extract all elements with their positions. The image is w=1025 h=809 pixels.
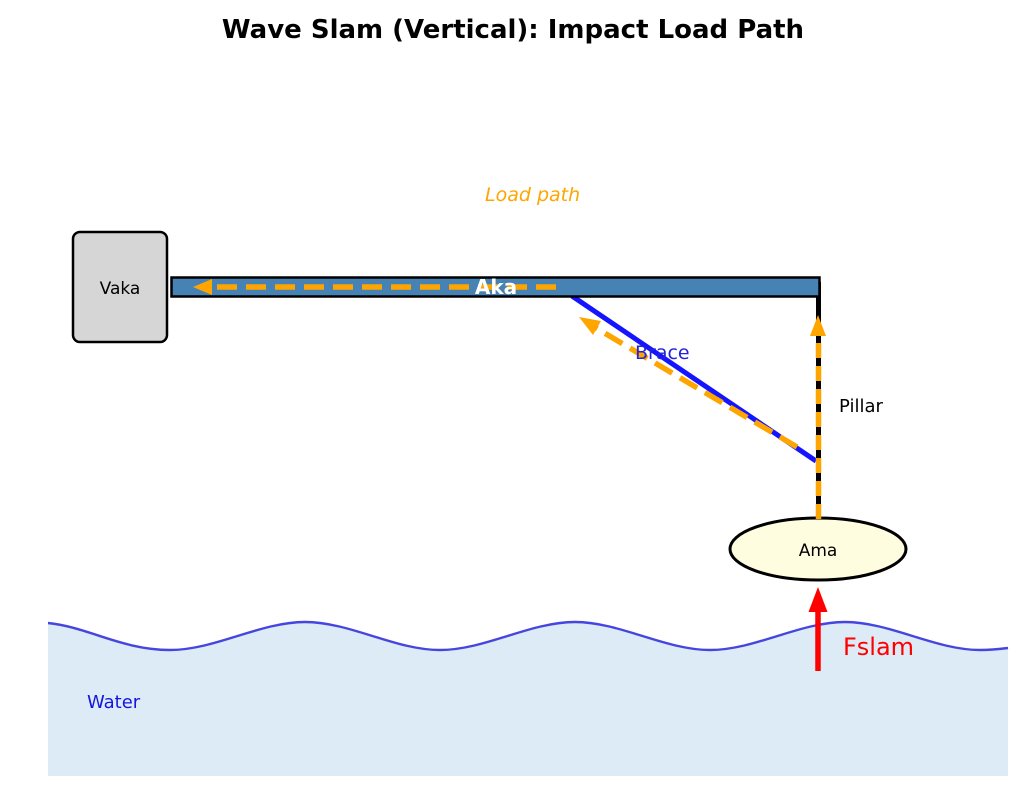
slam-force-arrowhead <box>808 587 828 612</box>
wave-surface-line <box>47 620 1009 652</box>
water-region <box>48 622 1008 776</box>
water-label: Water <box>87 692 141 713</box>
aka-label: Aka <box>475 275 517 299</box>
pillar-label: Pillar <box>839 396 883 417</box>
brace-label: Brace <box>635 342 690 364</box>
load-path-arrowhead-pillar <box>810 315 826 336</box>
load-path-arrowhead-brace <box>579 317 601 335</box>
vaka-label: Vaka <box>100 279 141 299</box>
vaka-box <box>71 230 169 344</box>
brace-line <box>570 293 818 464</box>
load-path-arrowhead-aka <box>193 279 212 295</box>
load-path-arrow-brace-line <box>594 325 799 450</box>
ama-label: Ama <box>799 541 838 561</box>
slam-force-label: Fslam <box>843 633 914 661</box>
figure-title: Wave Slam (Vertical): Impact Load Path <box>222 15 804 45</box>
load-path-label: Load path <box>485 184 580 206</box>
